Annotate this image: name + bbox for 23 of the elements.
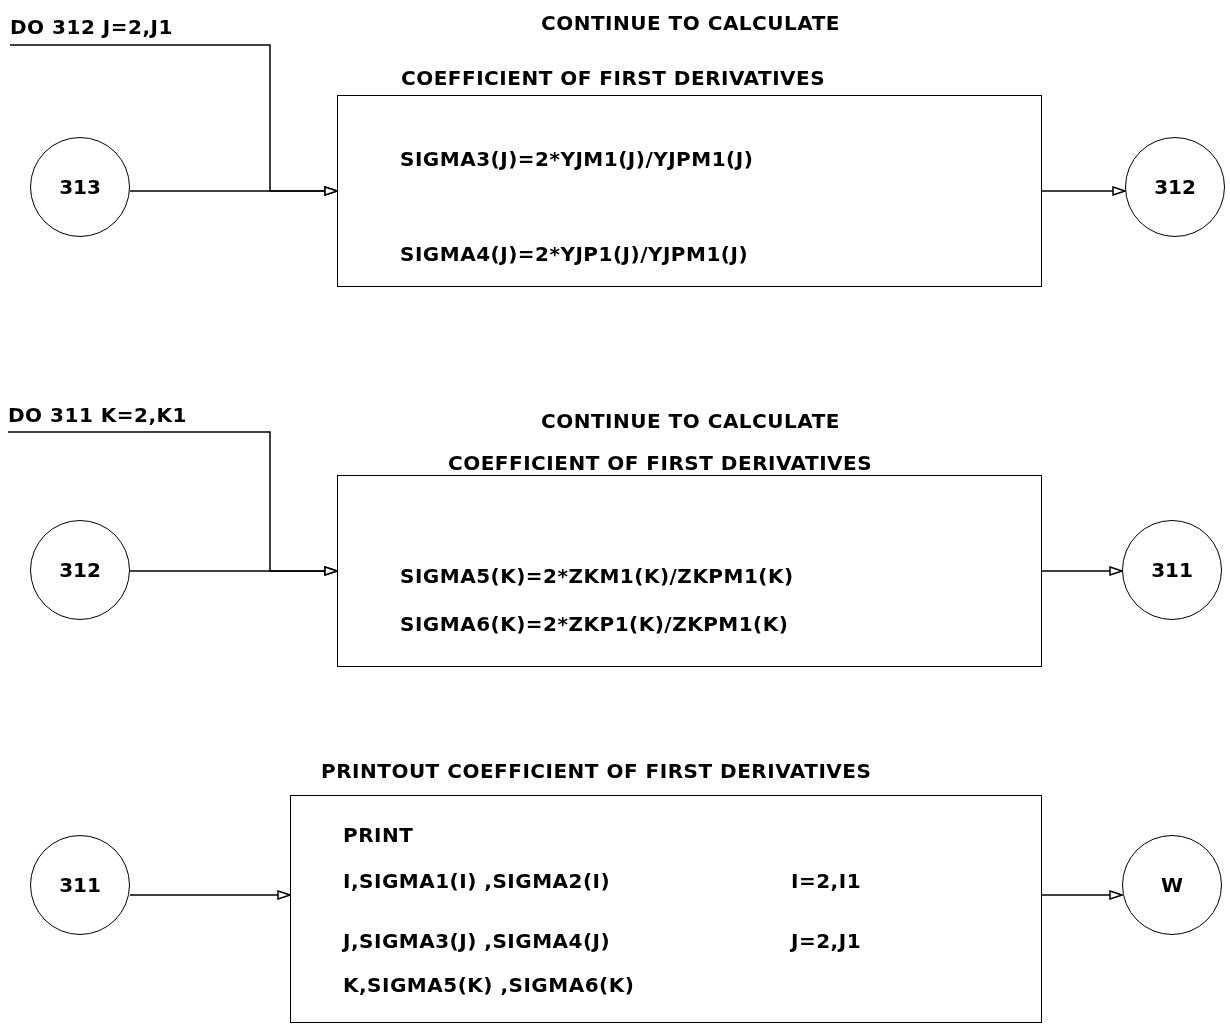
box-text: CONTINUE TO CALCULATE <box>541 408 840 435</box>
box-text: I=2,I1 <box>791 868 862 895</box>
box-text: I,SIGMA1(I) ,SIGMA2(I) <box>343 868 611 895</box>
loop-label: DO 311 K=2,K1 <box>8 400 238 430</box>
box-text: K,SIGMA5(K) ,SIGMA6(K) <box>343 972 635 999</box>
box-text: SIGMA6(K)=2*ZKP1(K)/ZKPM1(K) <box>400 611 789 638</box>
arrow <box>7 431 338 576</box>
arrow <box>9 44 338 196</box>
box-text: SIGMA5(K)=2*ZKM1(K)/ZKPM1(K) <box>400 563 794 590</box>
arrow <box>1041 566 1123 576</box>
box-text: PRINT <box>343 822 414 849</box>
box-text: J=2,J1 <box>791 928 862 955</box>
box-text: SIGMA3(J)=2*YJM1(J)/YJPM1(J) <box>400 146 754 173</box>
box-text: J,SIGMA3(J) ,SIGMA4(J) <box>343 928 611 955</box>
box-text: SIGMA4(J)=2*YJP1(J)/YJPM1(J) <box>400 241 749 268</box>
box-text: CONTINUE TO CALCULATE <box>541 10 840 37</box>
box-text: PRINTOUT COEFFICIENT OF FIRST DERIVATIVES <box>321 758 872 785</box>
arrow <box>1041 890 1123 900</box>
arrow <box>1041 186 1126 196</box>
box-text: COEFFICIENT OF FIRST DERIVATIVES <box>448 450 873 477</box>
arrow <box>129 890 291 900</box>
loop-label: DO 312 J=2,J1 <box>10 12 240 42</box>
box-text: COEFFICIENT OF FIRST DERIVATIVES <box>401 65 826 92</box>
